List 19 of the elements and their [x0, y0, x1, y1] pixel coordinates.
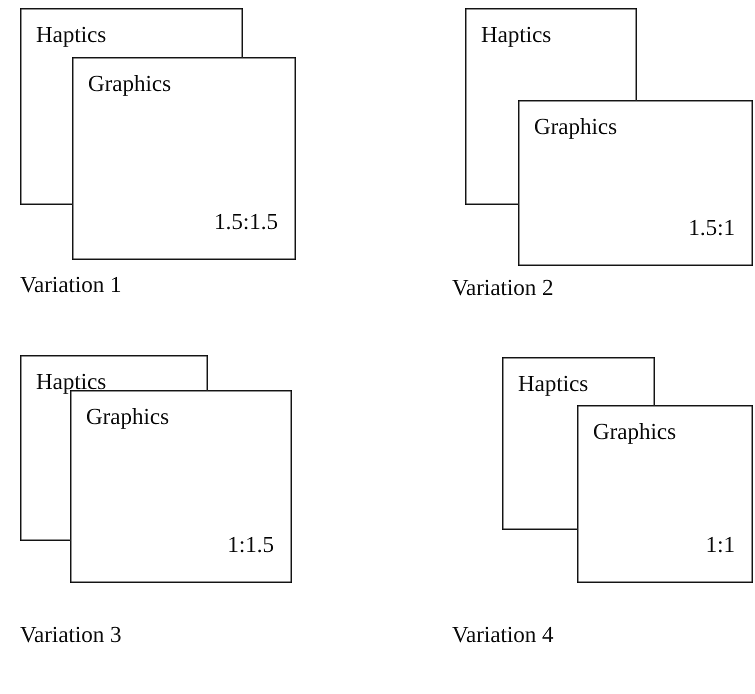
panel-title: Graphics	[534, 114, 618, 140]
variation-caption: Variation 3	[20, 622, 122, 648]
panel-title: Haptics	[481, 22, 552, 48]
variation-caption: Variation 1	[20, 272, 122, 298]
panel-title: Haptics	[36, 369, 106, 394]
panel-title: Graphics	[593, 419, 676, 444]
variation-caption: Variation 4	[452, 622, 554, 648]
ratio-text: 1:1	[706, 532, 735, 557]
panel-title: Haptics	[518, 371, 588, 396]
panel-title: Haptics	[36, 22, 106, 48]
panel-title: Graphics	[88, 71, 172, 96]
panel-box	[72, 57, 296, 260]
variation-caption: Variation 2	[452, 275, 554, 301]
panel-box	[518, 100, 753, 266]
panel-title: Graphics	[86, 404, 170, 430]
ratio-text: 1.5:1	[688, 214, 735, 240]
ratio-text: 1:1.5	[227, 532, 274, 557]
ratio-text: 1.5:1.5	[214, 208, 278, 234]
panel-box	[577, 405, 753, 583]
